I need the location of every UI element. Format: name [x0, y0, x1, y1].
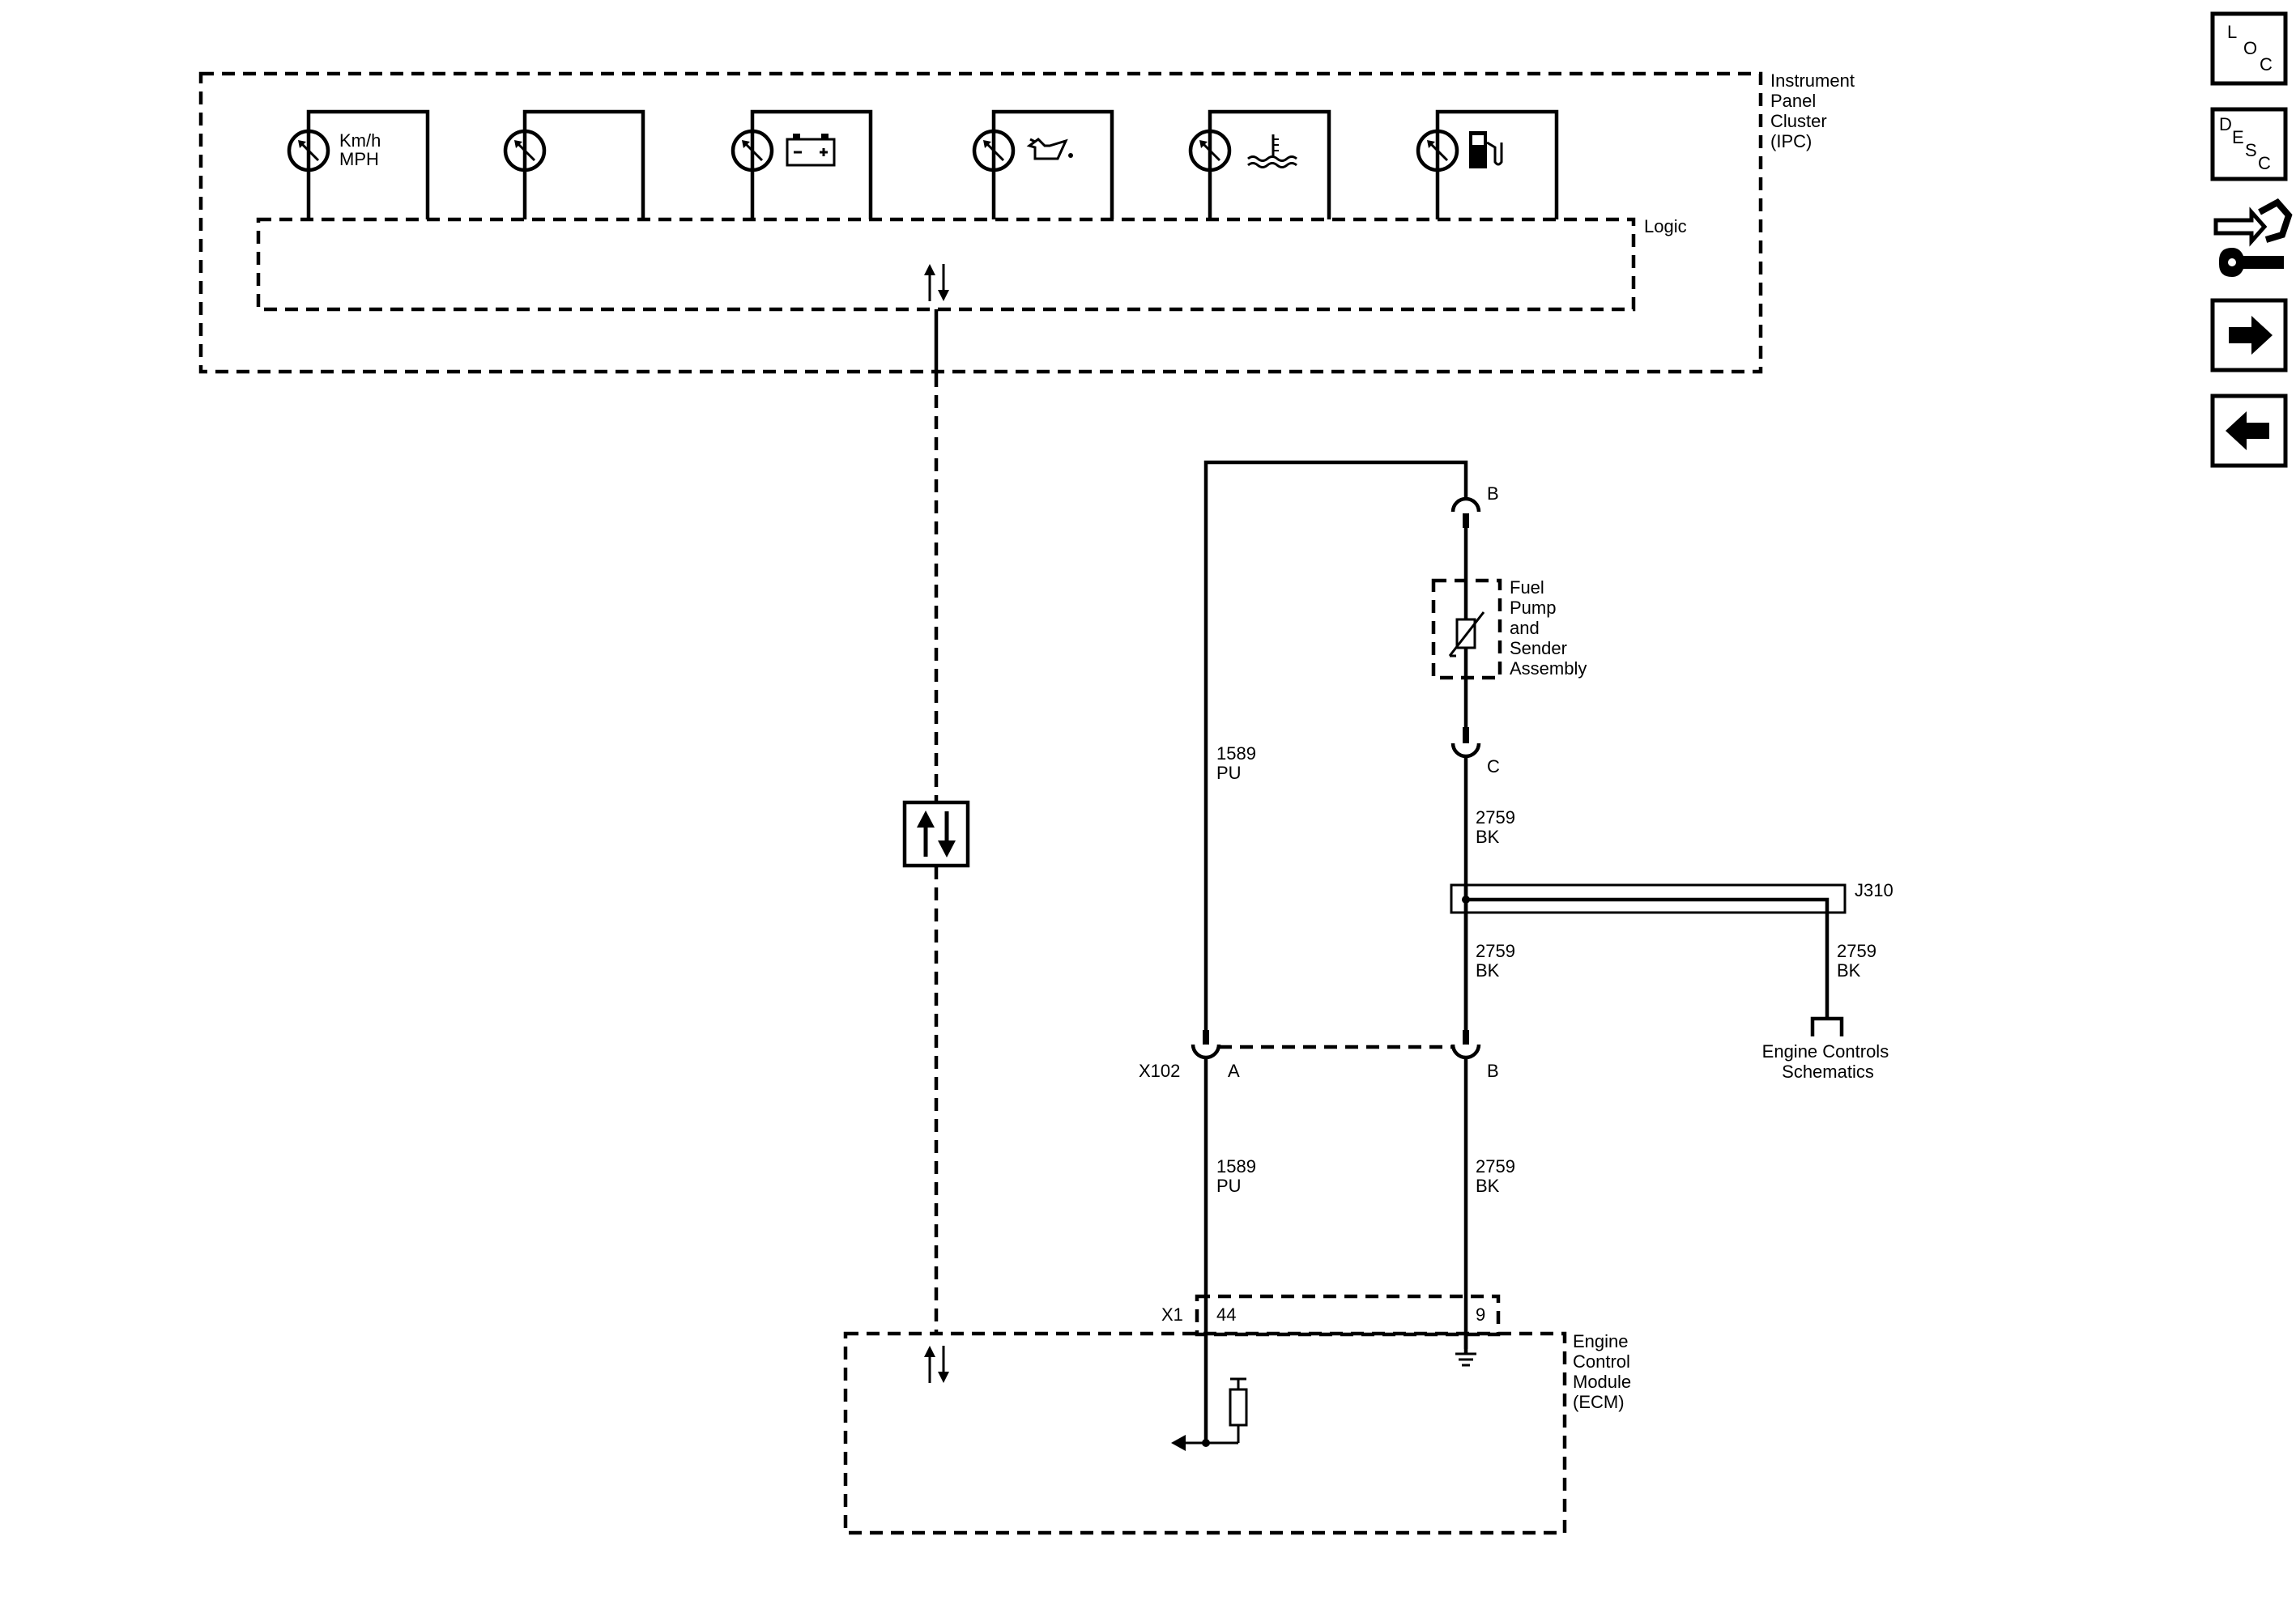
- wire-label-ground-upper: 2759 BK: [1476, 807, 1520, 847]
- loc-button[interactable]: L O C: [2210, 11, 2288, 86]
- fuel-sender-pin-b: B: [1487, 483, 1499, 504]
- connector-x102: X102 A B: [1139, 1030, 1499, 1081]
- serial-data-line: [902, 309, 970, 1334]
- loc-button-letter-o: O: [2243, 38, 2257, 58]
- ecm-pin-44: 44: [1216, 1304, 1236, 1325]
- ipc-module: Instrument Panel Cluster (IPC) Logic Km/…: [198, 70, 1859, 374]
- ecm-pin-9: 9: [1476, 1304, 1485, 1325]
- desc-button[interactable]: D E S C: [2210, 107, 2288, 181]
- connector-x102-pin-b: B: [1487, 1061, 1499, 1081]
- ipc-logic-label: Logic: [1644, 216, 1687, 236]
- thermometer-icon: [1247, 134, 1297, 168]
- speedometer-gauge-icon: Km/h MPH: [287, 109, 430, 219]
- ecm-serial-data-arrows-icon: [924, 1346, 949, 1383]
- battery-icon: [786, 134, 836, 167]
- ecm-boundary: [843, 1331, 1567, 1535]
- oil-can-icon: [1026, 138, 1073, 160]
- wire-label-purple-upper: 1589 PU: [1216, 743, 1261, 783]
- splice-j310: J310: [1450, 880, 1893, 1036]
- wire-label-ground-branch: 2759 BK: [1837, 941, 1881, 981]
- previous-page-button[interactable]: [2210, 394, 2288, 468]
- connector-x102-pin-a: A: [1228, 1061, 1240, 1081]
- fuel-sender-assembly: Fuel Pump and Sender Assembly: [1431, 577, 1587, 727]
- wire-label-purple-lower: 1589 PU: [1216, 1156, 1261, 1196]
- desc-button-letter-c: C: [2258, 153, 2271, 173]
- connector-x102-name: X102: [1139, 1061, 1180, 1081]
- ecm-module: X1 44 9 Engine Control Module (ECM): [843, 1294, 1636, 1535]
- ipc-logic-boundary: [256, 217, 1636, 312]
- ecm-x1-connector-boundary: [1195, 1294, 1501, 1337]
- fuel-sender-circuit: B Fuel Pump and Sender Assembly C: [1139, 460, 1894, 1443]
- wire-1589-pu: [1203, 460, 1468, 1030]
- splice-name: J310: [1855, 880, 1893, 900]
- engine-controls-link-text[interactable]: Engine Controls Schematics: [1762, 1041, 1894, 1082]
- fuel-level-gauge-icon: [1416, 109, 1559, 219]
- serial-data-bidirectional-icon: [902, 800, 970, 868]
- ipc-serial-data-arrows-icon: [924, 264, 949, 301]
- ipc-name: Instrument Panel Cluster (IPC): [1770, 70, 1859, 151]
- tachometer-gauge-icon: [503, 109, 645, 219]
- arrow-right-icon: [2229, 316, 2273, 355]
- desc-button-letter-d: D: [2219, 114, 2232, 134]
- battery-voltage-gauge-icon: [731, 109, 873, 219]
- speedometer-label: Km/h MPH: [339, 130, 386, 169]
- engine-controls-schematics-link[interactable]: Engine Controls Schematics: [1762, 1016, 1894, 1082]
- fuel-pump-icon: [1469, 131, 1503, 168]
- wire-label-ground-lower: 2759 BK: [1476, 1156, 1520, 1196]
- fuel-sender-connector-b: B: [1450, 483, 1499, 528]
- loc-button-letter-c: C: [2260, 54, 2273, 74]
- fuel-sender-name: Fuel Pump and Sender Assembly: [1510, 577, 1587, 679]
- loc-button-letter-l: L: [2227, 22, 2237, 42]
- ecm-name: Engine Control Module (ECM): [1573, 1331, 1636, 1412]
- connector-end-view-icon[interactable]: [2213, 198, 2293, 277]
- next-page-button[interactable]: [2210, 298, 2288, 372]
- ecm-connector-x1: X1: [1161, 1304, 1183, 1325]
- ipc-boundary: [198, 71, 1763, 374]
- wire-label-ground-mid: 2759 BK: [1476, 941, 1520, 981]
- fuel-sender-pin-c: C: [1487, 756, 1500, 777]
- ecm-pullup-resistor: [1171, 1377, 1248, 1451]
- coolant-temperature-gauge-icon: [1188, 109, 1331, 219]
- desc-button-letter-s: S: [2245, 140, 2257, 160]
- fuel-sender-connector-c: C: [1450, 727, 1500, 777]
- arrow-left-icon: [2226, 411, 2269, 450]
- ground-symbol-icon: [1455, 1334, 1476, 1367]
- oil-pressure-gauge-icon: [972, 109, 1114, 219]
- desc-button-letter-e: E: [2232, 127, 2244, 147]
